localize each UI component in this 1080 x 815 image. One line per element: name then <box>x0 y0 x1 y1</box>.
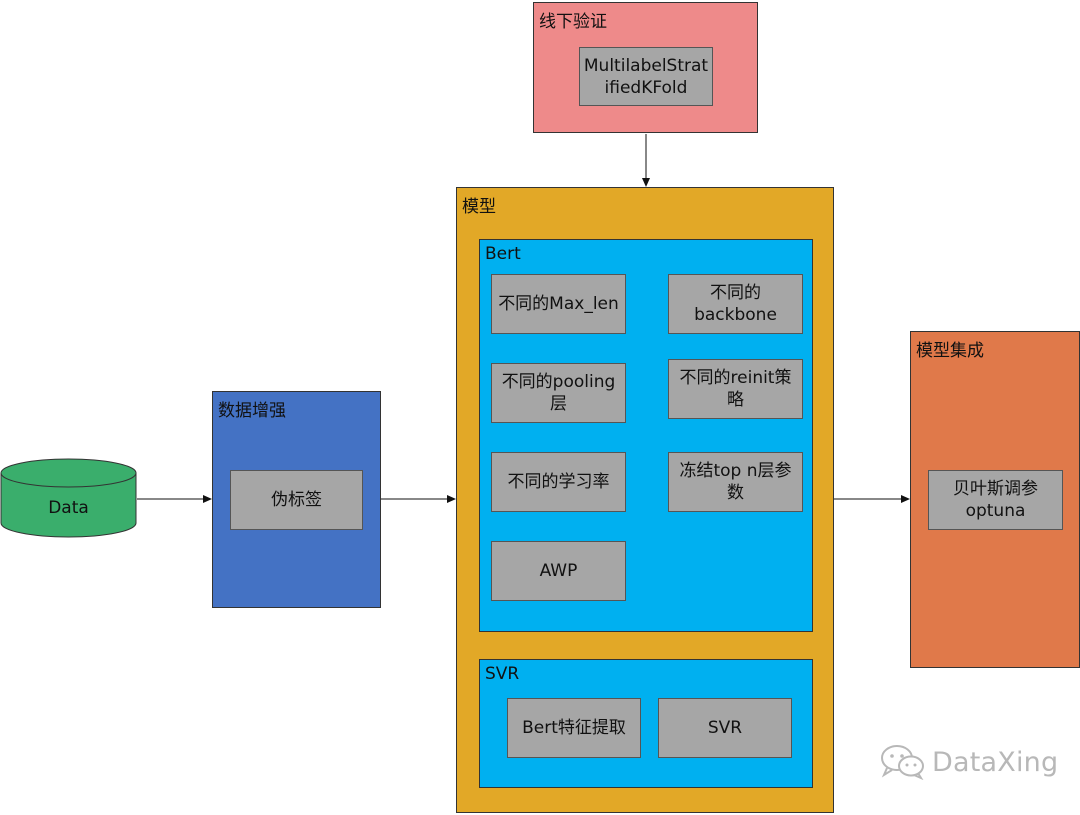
pooling-node: 不同的pooling层 <box>491 363 626 423</box>
freeze-layers-node: 冻结top n层参数 <box>668 452 803 512</box>
svr-group-title: SVR <box>485 664 520 684</box>
data-cylinder-shape <box>0 458 137 538</box>
bert-group-title: Bert <box>485 244 521 264</box>
watermark: DataXing <box>880 744 1058 780</box>
bert-feature-node: Bert特征提取 <box>507 698 641 758</box>
validation-group: 线下验证 MultilabelStratifiedKFold <box>533 2 758 133</box>
svr-node: SVR <box>658 698 792 758</box>
data-node: Data <box>0 458 137 538</box>
validation-group-title: 线下验证 <box>539 12 607 32</box>
augment-group: 数据增强 伪标签 <box>212 391 381 608</box>
ensemble-group: 模型集成 贝叶斯调参 optuna <box>910 331 1080 668</box>
data-label: Data <box>48 498 89 518</box>
augment-group-title: 数据增强 <box>218 401 286 421</box>
bayes-optuna-node: 贝叶斯调参 optuna <box>928 470 1063 530</box>
wechat-icon <box>881 745 924 780</box>
watermark-text: DataXing <box>932 746 1059 778</box>
ensemble-group-title: 模型集成 <box>916 341 984 361</box>
svr-group: SVR Bert特征提取 SVR <box>479 659 813 788</box>
learning-rate-node: 不同的学习率 <box>491 452 626 512</box>
awp-node: AWP <box>491 541 626 601</box>
kfold-node: MultilabelStratifiedKFold <box>579 47 713 106</box>
bert-group: Bert 不同的Max_len 不同的backbone 不同的pooling层 … <box>479 239 813 632</box>
model-group: 模型 Bert 不同的Max_len 不同的backbone 不同的poolin… <box>456 187 834 813</box>
model-group-title: 模型 <box>462 197 496 217</box>
pseudo-label-node: 伪标签 <box>230 470 363 530</box>
backbone-node: 不同的backbone <box>668 274 803 334</box>
max-len-node: 不同的Max_len <box>491 274 626 334</box>
reinit-node: 不同的reinit策略 <box>668 359 803 419</box>
